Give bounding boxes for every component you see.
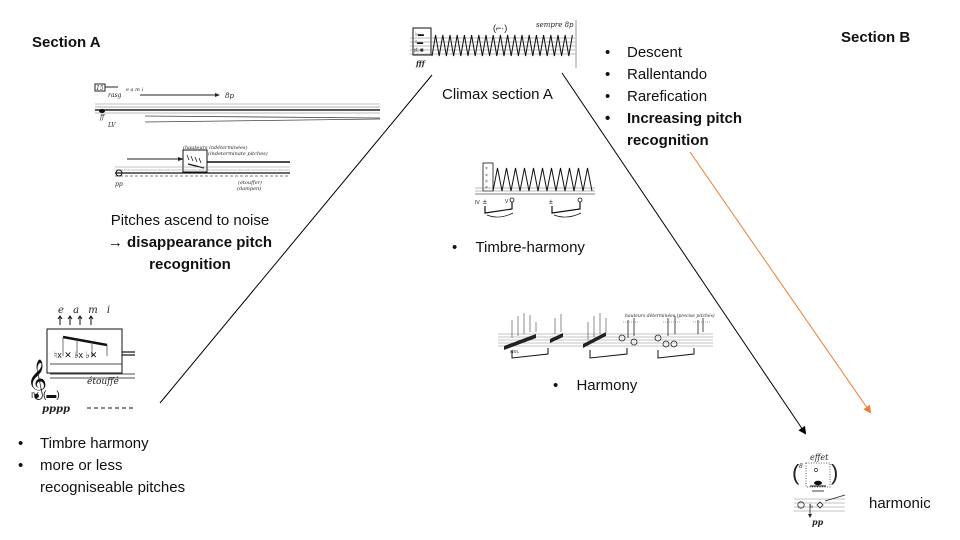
arrow-right-icon: → [107,234,123,251]
bullet-icon: • [553,377,559,394]
string-iv-label: IV [31,391,39,400]
score-excerpt-rasgueado: 15 rasg e a m i 8p ff LV [90,80,381,130]
list-item: • Timbre harmony [15,433,255,455]
lv-label: LV [107,122,116,129]
note-en-label: (indeterminate pitches) [208,150,268,157]
bullet-icon: • [605,110,611,127]
list-item-text: Increasing pitch recognition [627,110,743,149]
chord-cluster-icon: ♯♭■ [414,47,424,54]
section-b-bullet-list: • Descent • Rallentando • Rarefication • Inc… [602,42,792,152]
dynamic-pp: pp [115,181,123,188]
harmony-bullet: • Harmony [553,375,637,397]
open-paren-icon: ( [792,460,800,485]
section-a-bullet-list: • Timbre harmony • more or less recognisea… [15,433,255,499]
note-icon: ± [483,199,487,206]
score-excerpt-timbre-chord: e a m i ♮x ✕ ♭x ♭✕ 𝄞 étouffé IV (▬) pppp [25,300,160,415]
dynamic-fff: fff [415,59,427,68]
note-fr-label: (hauteurs indéterminées) [183,144,247,151]
chord-flat-icon: ♭▬ [415,31,424,38]
chord-notes: ♮x ✕ ♭x ♭✕ [54,350,97,360]
rehearsal-mark: 15 [96,85,104,92]
tremolo-zigzag [431,34,573,57]
list-item-text: Timbre harmony [40,435,149,452]
string-v-label: V [505,199,509,205]
tremolo-zigzag [492,167,593,192]
list-item: • Rarefication [602,86,792,108]
descent-arrow [561,72,807,435]
octave-label: 8p [225,92,234,100]
score-excerpt-harmonic: effet ( ) 8 ♭ pp [790,452,850,532]
damp-en-label: (dampen) [237,185,261,192]
caption-line-1: Pitches ascend to noise [110,212,270,229]
list-item: • Rallentando [602,64,792,86]
bullet-icon: • [605,44,611,61]
ascent-line [159,74,433,404]
bullet-icon: • [18,435,24,452]
score-excerpt-indeterminate: (hauteurs indéterminées) (indeterminate … [110,140,290,195]
timbre-harmony-bullet: • Timbre-harmony [452,237,585,259]
timbre-harmony-text: Timbre-harmony [475,239,585,256]
sempre-8p-label: sempre 8p [536,21,574,29]
list-item-text: more or less recogniseable pitches [40,457,186,496]
list-item-text: Rarefication [627,88,708,105]
chord-natural-icon: ♮▬ [415,39,423,46]
string-iv-label: IV [475,200,480,206]
fermata-icon: (⌐·) [493,23,507,33]
dynamic-pppp: pppp [42,404,70,415]
bullet-icon: • [18,457,24,474]
caption-line-2-text: disappearance pitch [127,234,273,251]
caption-line-2: → disappearance pitch [70,232,310,254]
list-item-text: Descent [627,44,683,61]
dynamic-ff: ff [99,114,106,121]
section-b-title: Section B [841,29,911,46]
fingering-label: e a m i [126,87,143,93]
list-item: • Increasing pitch recognition [602,108,792,152]
list-item-text: Rallentando [627,66,708,83]
caption-line-3: recognition [149,256,231,273]
precise-pitches-label: hauteurs déterminées (precise pitches) [625,312,715,319]
harmony-text: Harmony [576,377,638,394]
x-notehead-icon: × [485,166,488,172]
score-excerpt-timbre-harmony: × × × × IV ± V ± [475,160,600,220]
harmonic-label: harmonic [869,495,931,512]
technique-label: rasg [108,92,122,99]
pitch-recognition-arrow [689,151,872,414]
score-excerpt-climax: ♭▬ ♮▬ ♯♭■ fff (⌐·) sempre 8p [410,18,578,70]
octave-8-label: 8 [799,463,803,470]
effet-label: effet [810,453,829,462]
strummed-chord [504,332,606,350]
flat-icon: ♭ [810,502,813,510]
bullet-icon: • [452,239,458,256]
close-paren-icon: ) [831,460,838,485]
x-notehead-icon: × [485,179,488,185]
climax-label: Climax section A [442,86,553,103]
note-icon: ± [549,199,553,206]
bullet-icon: • [605,66,611,83]
score-excerpt-harmony: hauteurs déterminées (precise pitches) s… [498,308,715,363]
sim-label: sim. [510,349,520,355]
damp-fr-label: (étouffer) [238,179,262,186]
fingering-label: e a m i [58,305,113,316]
etouffe-label: étouffé [87,376,120,387]
x-notehead-icon: × [485,173,488,179]
section-a-caption: Pitches ascend to noise → disappearance … [70,210,310,276]
list-item: • Descent [602,42,792,64]
bullet-icon: • [605,88,611,105]
muted-note: (▬) [43,390,60,401]
list-item: • more or less recogniseable pitches [15,455,255,499]
section-a-title: Section A [32,34,101,51]
treble-clef-icon: 𝄞 [27,360,47,400]
dynamic-pp: pp [812,517,824,527]
